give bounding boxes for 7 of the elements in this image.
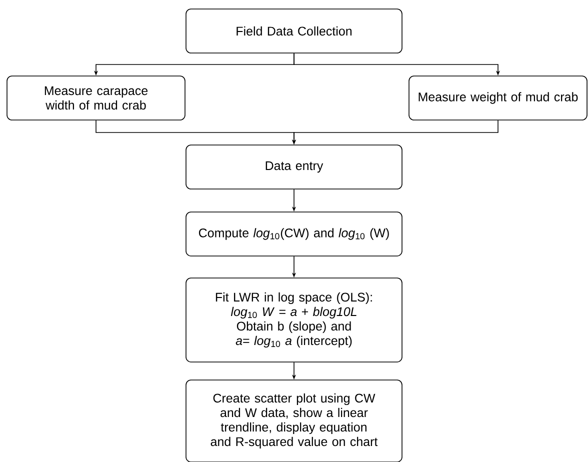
process-box: Measure carapace width of mud crab <box>6 76 186 120</box>
process-box: Data entry <box>186 144 402 190</box>
process-box: Fit LWR in log space (OLS): log$_{10}$ W = a + blog10L Obtain b (slope) and a= log$_{10}$ a (intercept) <box>186 278 402 362</box>
process-box: Create scatter plot using CW and W data, show a linear trendline, display equation and R-squared value on chart <box>186 380 402 462</box>
process-box: Measure weight of mud crab <box>408 76 588 120</box>
process-box: Compute log$_{10}$(CW) and log$_{10}$ (W) <box>186 212 402 256</box>
process-box: Field Data Collection <box>186 8 402 54</box>
